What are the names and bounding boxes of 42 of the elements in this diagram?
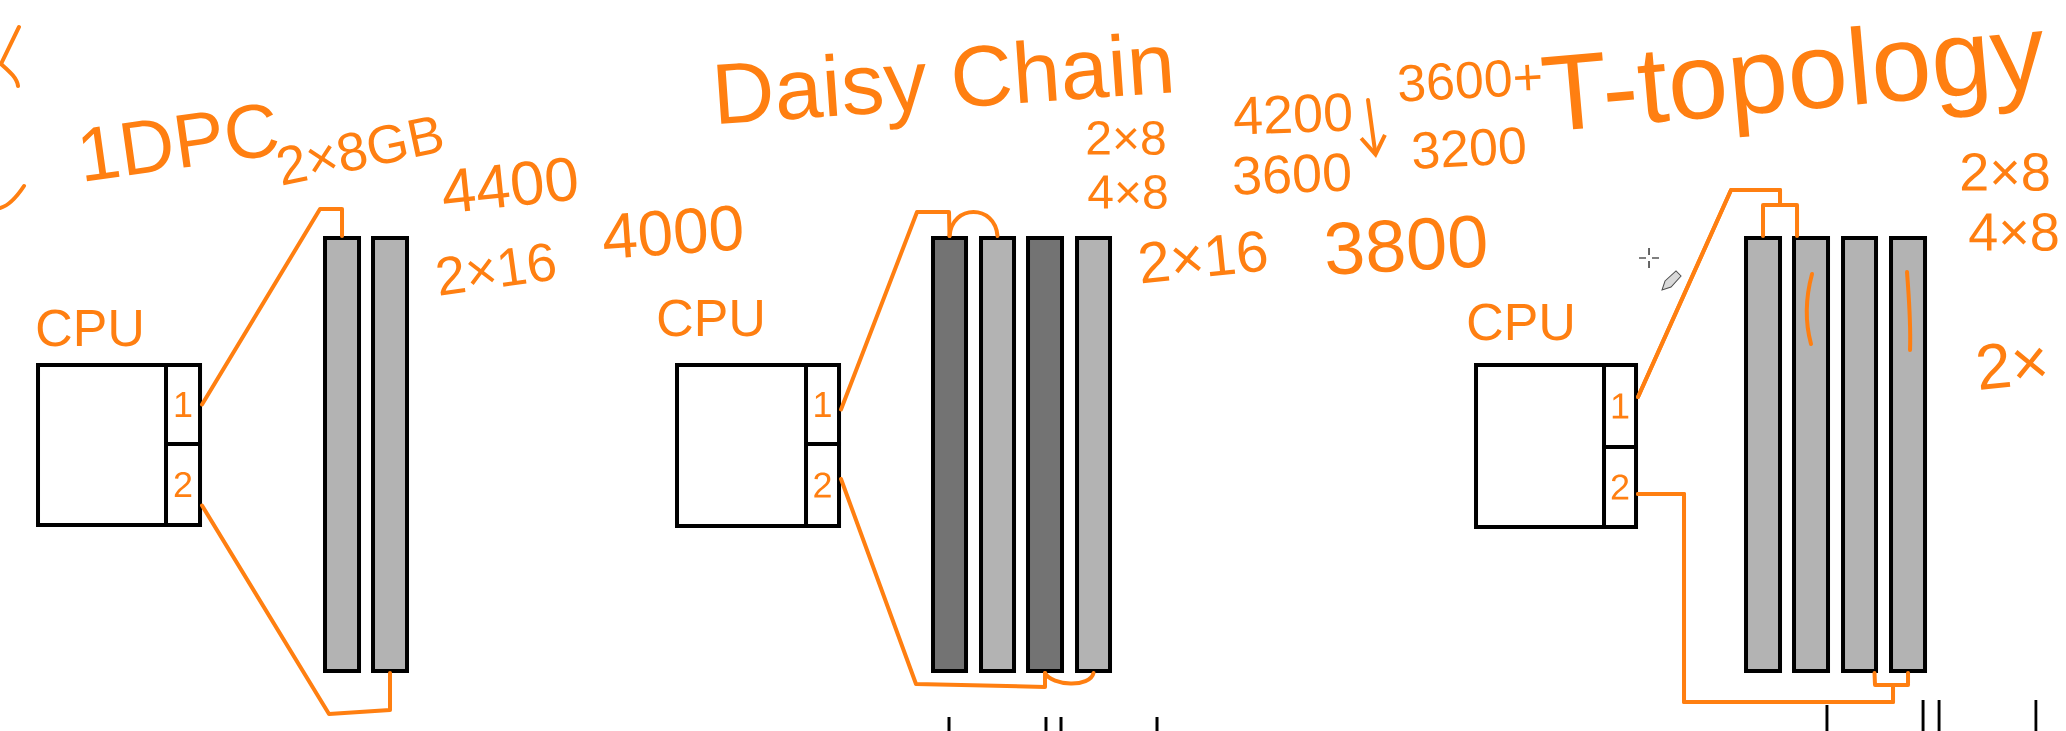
- channel-cell: 2: [1602, 445, 1638, 529]
- handwritten-note: 4×8: [1969, 212, 2058, 252]
- handwritten-note: 3200: [1413, 127, 1525, 169]
- memory-slot: [1889, 236, 1927, 673]
- handwritten-note: 3800: [1326, 215, 1486, 275]
- handwritten-note: 4000: [604, 205, 742, 258]
- connector-line: [200, 503, 392, 716]
- box-label: CPU: [658, 299, 762, 337]
- memory-slot: [1744, 236, 1782, 673]
- handwritten-note: 4400: [443, 157, 577, 212]
- connector-line: [1043, 671, 1096, 686]
- handwritten-note: 2×8GB: [277, 117, 443, 186]
- handwritten-note: 2×16: [1140, 231, 1267, 284]
- memory-slot: [323, 236, 361, 673]
- memory-slot: [371, 236, 409, 673]
- box-label: CPU: [1468, 303, 1572, 341]
- channel-cell: 1: [1602, 363, 1638, 449]
- connector-line: [947, 210, 1000, 238]
- memory-slot: [1026, 236, 1064, 673]
- memory-slot: [979, 236, 1016, 673]
- memory-slot: [1792, 236, 1830, 673]
- handwritten-heading: 1DPC: [82, 104, 278, 182]
- connector-line: [839, 477, 1047, 689]
- handwritten-note: 2×8: [1087, 121, 1165, 155]
- memory-slot: [1841, 236, 1878, 673]
- memory-slot: [931, 236, 968, 673]
- connector-line: [839, 210, 952, 412]
- channel-cell: 1: [164, 363, 202, 446]
- handwritten-note: 2×8: [1961, 152, 2049, 192]
- handwritten-note: 2×16: [437, 243, 555, 296]
- handwritten-note: 2×: [1978, 343, 2046, 390]
- memory-slot: [1075, 236, 1112, 673]
- handwritten-note: 3600+: [1399, 60, 1541, 102]
- handwritten-heading: T-topology: [1541, 25, 2043, 138]
- handwritten-note: 3600: [1234, 153, 1350, 195]
- channel-cell: 2: [804, 442, 841, 528]
- channel-cell: 1: [804, 363, 841, 446]
- channel-cell: 2: [164, 442, 202, 527]
- handwritten-note: 4×8: [1088, 175, 1167, 209]
- handwritten-note: 4200: [1234, 93, 1351, 134]
- box-label: CPU: [37, 309, 141, 347]
- connector-line: [200, 207, 344, 407]
